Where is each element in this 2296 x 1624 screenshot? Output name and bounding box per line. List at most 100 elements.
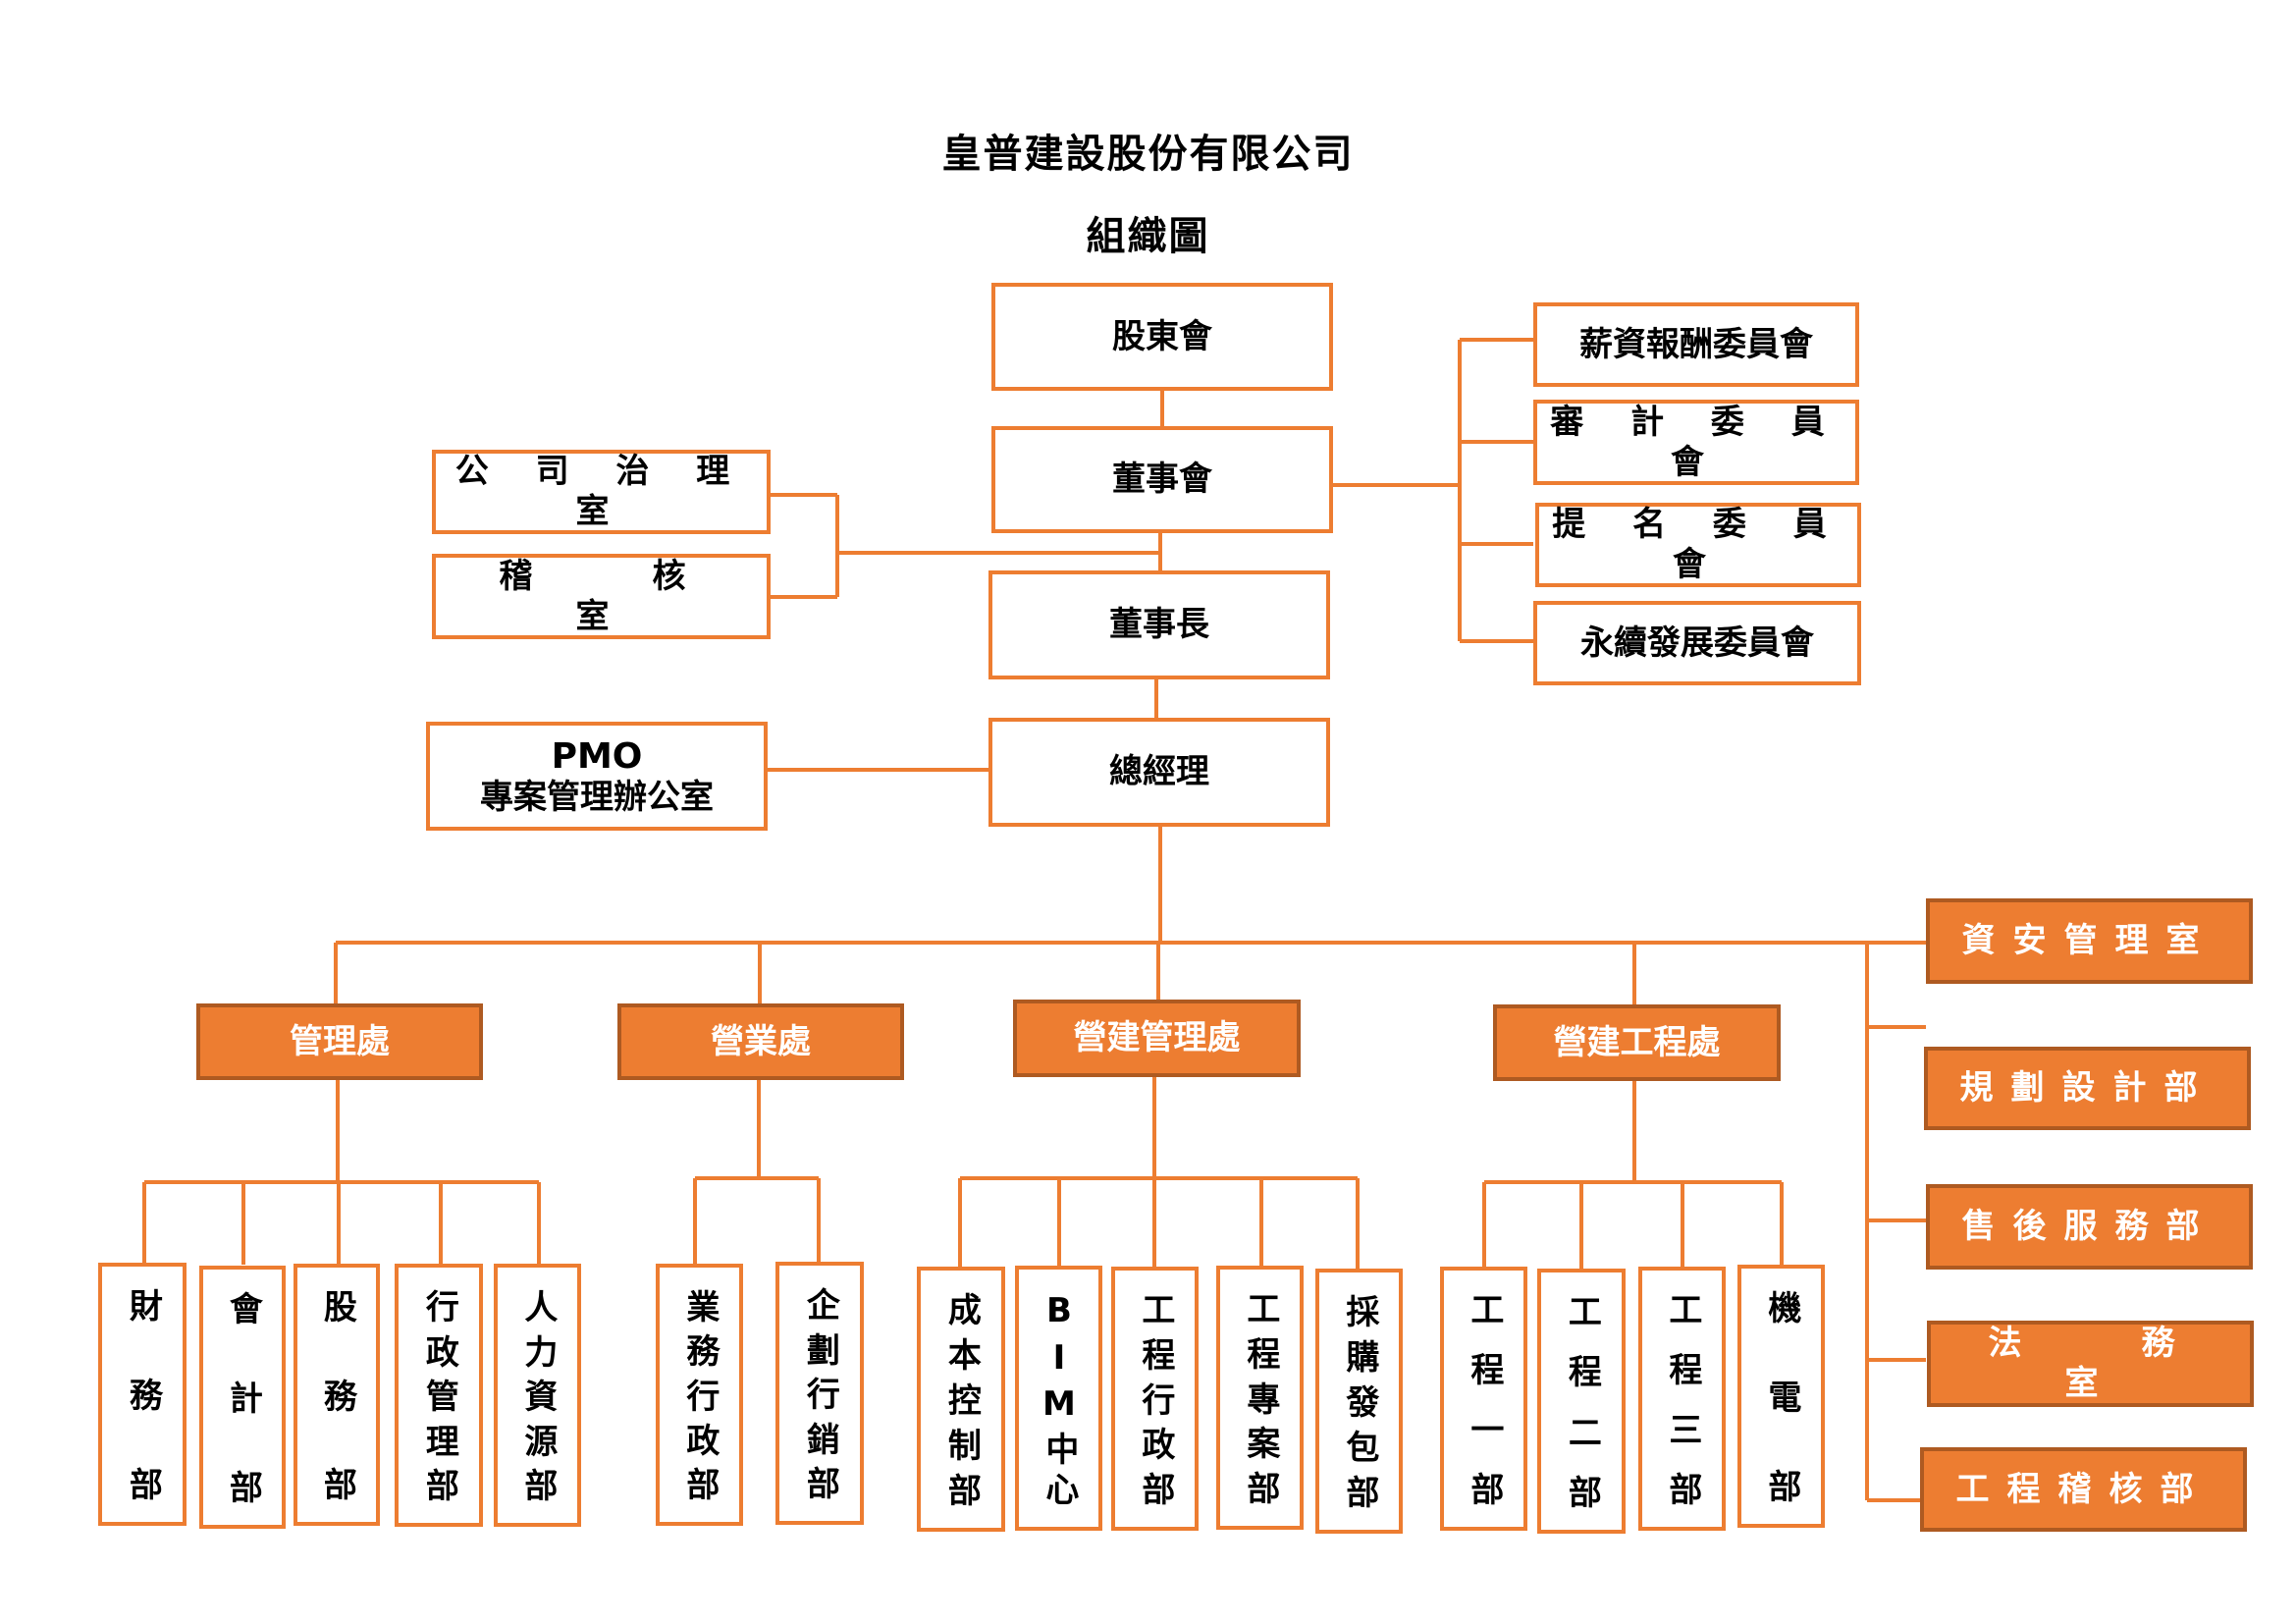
- department-box: 工程三部: [1638, 1267, 1726, 1531]
- planning-design-dept-box: 規劃設計部: [1924, 1047, 2251, 1130]
- department-label-char: 部: [800, 1466, 840, 1499]
- department-label-char: 部: [317, 1467, 357, 1500]
- department-label-char: 程: [1135, 1336, 1175, 1371]
- department-label-char: 股: [317, 1289, 357, 1323]
- department-label-char: 部: [1562, 1474, 1602, 1508]
- company-title: 皇普建設股份有限公司: [941, 132, 1355, 177]
- department-box: 財務部: [98, 1263, 187, 1526]
- department-label-char: 制: [941, 1428, 982, 1461]
- pmo-box: PMO 專案管理辦公室: [426, 722, 768, 831]
- department-label-char: B: [1039, 1291, 1079, 1330]
- corporate-governance-box: 公 司 治 理 室: [432, 450, 771, 534]
- nomination-committee-box: 提 名 委 員 會: [1535, 503, 1861, 587]
- department-label-char: 行: [679, 1378, 720, 1412]
- department-label-char: 電: [1761, 1380, 1801, 1413]
- department-label-char: 人: [517, 1289, 558, 1323]
- department-label-char: 一: [1464, 1412, 1504, 1445]
- shareholders-meeting-box: 股東會: [991, 283, 1333, 391]
- department-label-char: 資: [517, 1379, 558, 1412]
- info-security-office-box: 資安管理室: [1926, 898, 2253, 984]
- department-label-char: 理: [419, 1423, 459, 1457]
- department-label-char: 源: [517, 1423, 558, 1457]
- department-box: 工程專案部: [1216, 1266, 1304, 1530]
- department-label-char: 部: [1135, 1472, 1175, 1505]
- department-box: 工程一部: [1440, 1267, 1527, 1531]
- department-label-char: 部: [223, 1470, 263, 1503]
- department-label-char: 業: [679, 1289, 720, 1323]
- department-label-char: 購: [1339, 1339, 1379, 1373]
- department-box: 工程二部: [1537, 1269, 1626, 1534]
- sustainability-committee-box: 永續發展委員會: [1533, 601, 1861, 685]
- chart-subtitle: 組織圖: [1086, 214, 1210, 259]
- legal-office-box: 法 務 室: [1927, 1321, 2277, 1407]
- department-box: 會計部: [199, 1266, 286, 1529]
- department-label-char: 部: [941, 1473, 982, 1506]
- department-label-char: 部: [123, 1467, 163, 1500]
- department-box: 股務部: [294, 1264, 380, 1526]
- department-label-char: 行: [1135, 1381, 1175, 1416]
- department-box: 機電部: [1737, 1265, 1825, 1528]
- department-label-char: 部: [1662, 1472, 1702, 1505]
- department-label-char: 工: [1662, 1292, 1702, 1326]
- department-box: 企劃行銷部: [775, 1262, 864, 1525]
- department-box: 工程行政部: [1111, 1267, 1199, 1531]
- department-label-char: 專: [1240, 1380, 1280, 1415]
- department-label-char: 心: [1039, 1472, 1079, 1505]
- audit-committee-box: 審 計 委 員 會: [1533, 400, 1859, 485]
- department-label-char: 企: [800, 1287, 840, 1321]
- department-label-char: 包: [1339, 1430, 1379, 1463]
- department-label-char: 發: [1339, 1384, 1379, 1418]
- department-label-char: 程: [1464, 1352, 1504, 1385]
- division-construction-management: 營建管理處: [1013, 1000, 1301, 1077]
- department-label-char: 部: [1761, 1469, 1801, 1502]
- department-label-char: 部: [419, 1468, 459, 1501]
- department-label-char: 務: [317, 1378, 357, 1412]
- pmo-full-name: 專案管理辦公室: [480, 777, 714, 817]
- audit-office-box: 稽 核 室: [432, 554, 788, 639]
- department-label-char: 部: [1240, 1471, 1280, 1504]
- department-label-char: 工: [1464, 1292, 1504, 1326]
- department-label-char: 工: [1135, 1292, 1175, 1326]
- department-box: 採購發包部: [1315, 1269, 1403, 1534]
- department-label-char: 二: [1562, 1414, 1602, 1448]
- department-label-char: 本: [941, 1337, 982, 1371]
- department-label-char: 部: [1464, 1472, 1504, 1505]
- board-of-directors-box: 董事會: [991, 426, 1333, 533]
- pmo-label: PMO: [551, 735, 643, 777]
- department-label-char: 中: [1039, 1431, 1079, 1465]
- department-label-char: 部: [1339, 1475, 1379, 1508]
- department-box: 成本控制部: [917, 1267, 1005, 1532]
- department-label-char: 案: [1240, 1426, 1280, 1460]
- division-sales: 營業處: [617, 1003, 904, 1080]
- department-label-char: 程: [1240, 1335, 1280, 1370]
- department-label-char: 成: [941, 1292, 982, 1326]
- department-label-char: 管: [419, 1379, 459, 1412]
- department-label-char: I: [1039, 1337, 1079, 1378]
- department-label-char: 部: [517, 1468, 558, 1501]
- department-label-char: 程: [1662, 1352, 1702, 1385]
- department-label-char: 銷: [800, 1421, 840, 1455]
- division-management: 管理處: [196, 1003, 483, 1080]
- department-label-char: 部: [679, 1467, 720, 1500]
- department-label-char: 財: [123, 1288, 163, 1322]
- department-label-char: 務: [123, 1378, 163, 1411]
- remuneration-committee-box: 薪資報酬委員會: [1533, 302, 1859, 387]
- department-box: 行政管理部: [395, 1264, 483, 1527]
- department-label-char: 控: [941, 1382, 982, 1416]
- department-label-char: 力: [517, 1333, 558, 1368]
- department-label-char: 行: [800, 1377, 840, 1410]
- division-construction-engineering: 營建工程處: [1493, 1004, 1781, 1081]
- department-label-char: M: [1039, 1384, 1079, 1424]
- chairman-box: 董事長: [988, 570, 1330, 679]
- department-box: 人力資源部: [494, 1264, 581, 1527]
- department-label-char: 務: [679, 1333, 720, 1368]
- department-label-char: 三: [1662, 1412, 1702, 1445]
- department-label-char: 計: [223, 1380, 263, 1414]
- after-sales-dept-box: 售後服務部: [1926, 1184, 2253, 1270]
- department-label-char: 機: [1761, 1290, 1801, 1324]
- department-label-char: 政: [679, 1422, 720, 1456]
- department-box: 業務行政部: [656, 1264, 743, 1526]
- engineering-audit-dept-box: 工程稽核部: [1920, 1447, 2247, 1532]
